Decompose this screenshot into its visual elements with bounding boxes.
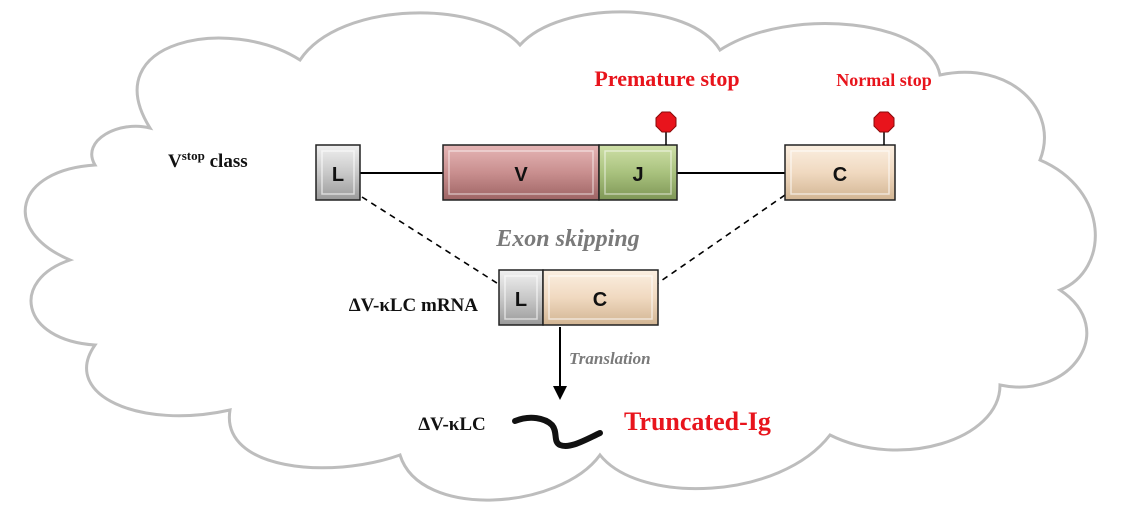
mrna-label: ΔV-κLC mRNA	[349, 295, 479, 316]
truncated-ig-label: Truncated-Ig	[624, 407, 771, 436]
exon-J: J	[598, 144, 678, 201]
mrna-exon-C: C	[542, 269, 659, 326]
exon-L: L	[315, 144, 361, 201]
mrna-exon-L: L	[498, 269, 544, 326]
exon-skipping-label: Exon skipping	[495, 226, 639, 252]
exon-skipping-lines	[361, 194, 786, 286]
normal-stop-label: Normal stop	[836, 70, 932, 90]
exon-C-label: C	[833, 164, 847, 186]
translation-arrow	[553, 327, 567, 400]
exon-L-label: L	[332, 164, 344, 186]
cloud-shape	[24, 10, 1097, 502]
exon-V: V	[442, 144, 600, 201]
mrna-exon-L-label: L	[515, 289, 527, 311]
vstop-class-label: Vstop class	[168, 148, 248, 172]
translation-label: Translation	[569, 349, 651, 368]
protein-chain-icon	[512, 414, 603, 449]
premature-stop-label: Premature stop	[594, 66, 739, 91]
exon-J-label: J	[632, 164, 643, 186]
premature-stop-icon	[655, 111, 677, 145]
normal-stop-icon	[873, 111, 895, 145]
exon-V-label: V	[514, 164, 528, 186]
mrna-exon-C-label: C	[593, 289, 607, 311]
exon-C: C	[784, 144, 896, 201]
protein-label: ΔV-κLC	[418, 414, 486, 435]
